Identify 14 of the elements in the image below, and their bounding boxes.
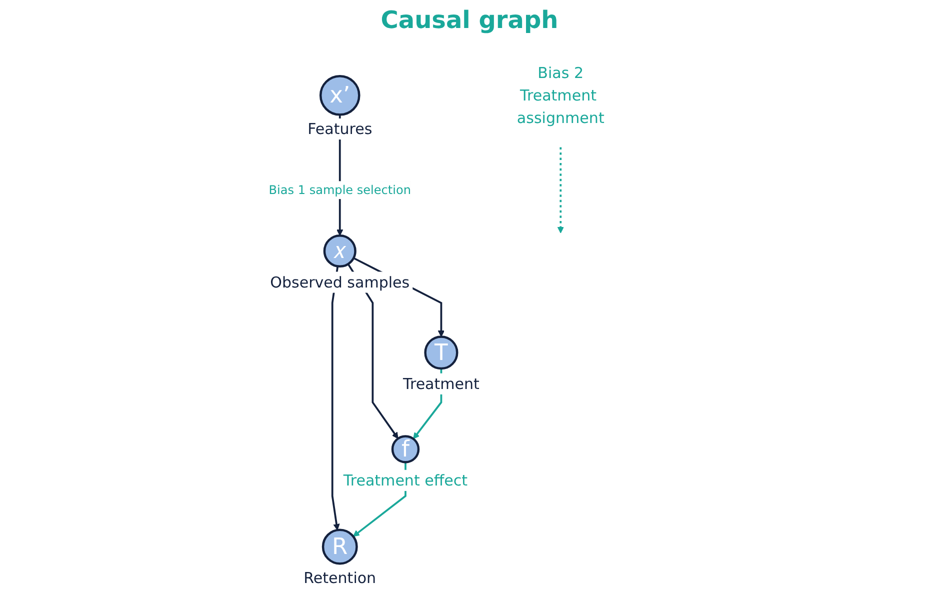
circle-node: T — [424, 336, 458, 370]
node-caption: Treatment effect — [343, 472, 468, 490]
circle-node: x’ — [319, 74, 360, 116]
arrow — [331, 266, 340, 530]
circle-node: 𝑥 — [323, 234, 356, 268]
annotation-text: Bias 2 Treatment assignment — [516, 64, 604, 127]
leader-line — [557, 147, 564, 234]
node-caption: Observed samples — [270, 273, 410, 292]
diagram-title: Causal graph — [380, 6, 560, 34]
node-caption: Features — [308, 120, 372, 138]
edge-label: Bias 1 sample selection — [268, 182, 411, 197]
circle-node: R — [322, 528, 358, 565]
node-caption: Retention — [304, 569, 376, 588]
node-caption: Treatment — [403, 375, 480, 394]
